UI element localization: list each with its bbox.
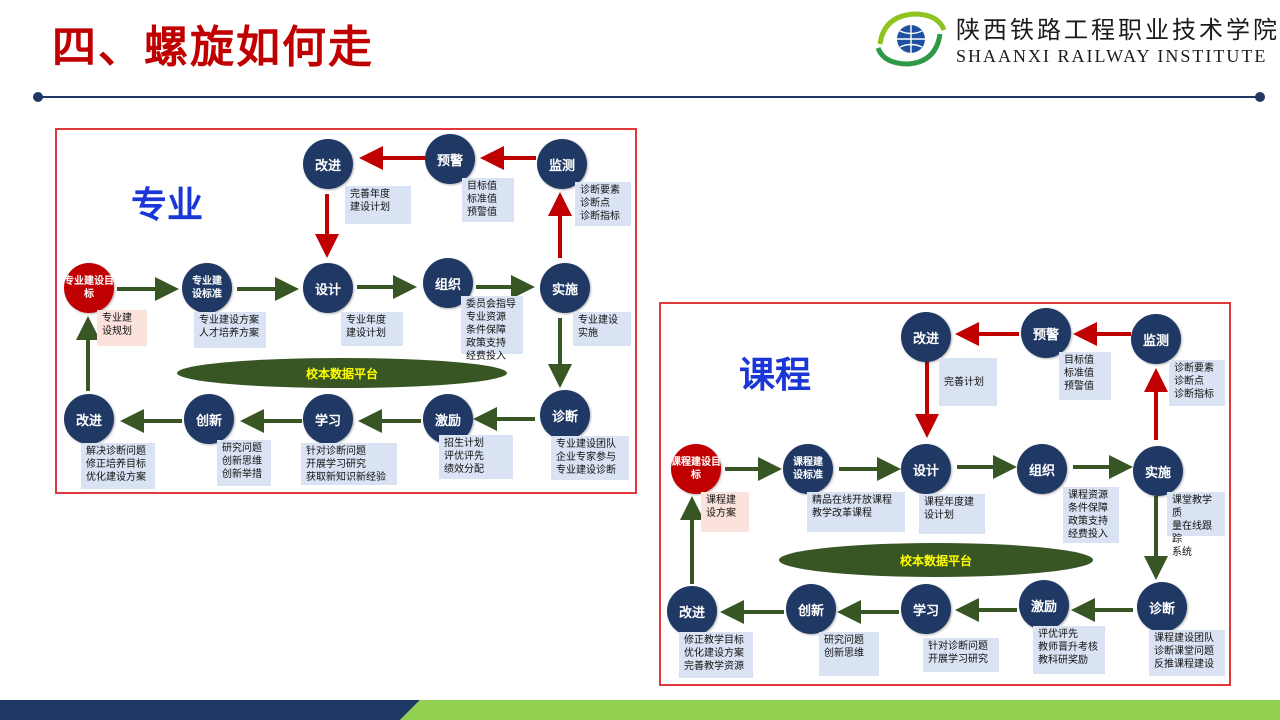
course-flow-arrows [680, 322, 1168, 624]
node-motivate: 激励 [1019, 580, 1069, 630]
node-implement: 实施 [540, 263, 590, 313]
node-improve-top: 改进 [901, 312, 951, 362]
note-organize: 课程资源 条件保障 政策支持 经费投入 [1063, 487, 1119, 543]
node-monitor: 监测 [537, 139, 587, 189]
node-organize: 组织 [1017, 444, 1067, 494]
node-learn: 学习 [901, 584, 951, 634]
note-design: 专业年度 建设计划 [341, 312, 403, 346]
course-spiral-panel: 课程 校本数据平台 改进 预警 监测 课程建设目标 课程建设标准 设计 组织 实… [659, 302, 1231, 686]
node-design: 设计 [901, 444, 951, 494]
node-diagnose: 诊断 [1137, 582, 1187, 632]
note-monitor: 诊断要素 诊断点 诊断指标 [1169, 360, 1225, 406]
note-goal: 课程建 设方案 [701, 492, 749, 532]
node-standard: 专业建设标准 [182, 263, 232, 313]
note-improve-top: 完善计划 [939, 358, 997, 406]
note-implement: 专业建设 实施 [573, 312, 631, 346]
note-improve-top: 完善年度 建设计划 [345, 186, 411, 224]
note-implement: 课堂教学质 量在线跟踪 系统 [1167, 492, 1225, 558]
note-learn: 针对诊断问题 开展学习研究 [923, 638, 999, 672]
note-diagnose: 课程建设团队 诊断课堂问题 反推课程建设 [1149, 630, 1225, 676]
node-goal: 课程建设目标 [671, 444, 721, 494]
node-design: 设计 [303, 263, 353, 313]
note-motivate: 招生计划 评优评先 绩效分配 [439, 435, 513, 479]
note-monitor: 诊断要素 诊断点 诊断指标 [575, 182, 631, 226]
title-divider [38, 96, 1260, 98]
slide-title: 四、螺旋如何走 [52, 22, 374, 73]
major-flow-arrows [76, 146, 572, 433]
data-platform-ellipse: 校本数据平台 [177, 358, 507, 388]
node-improve-top: 改进 [303, 139, 353, 189]
note-warn: 目标值 标准值 预警值 [1059, 352, 1111, 400]
note-learn: 针对诊断问题 开展学习研究 获取新知识新经验 [301, 443, 397, 485]
node-warn: 预警 [425, 134, 475, 184]
globe-logo-icon [875, 11, 947, 67]
panel-label-major: 专业 [131, 185, 204, 226]
panel-label-course: 课程 [739, 355, 812, 396]
note-improve-bottom: 解决诊断问题 修正培养目标 优化建设方案 [81, 443, 155, 489]
data-platform-ellipse: 校本数据平台 [779, 543, 1093, 577]
node-learn: 学习 [303, 394, 353, 444]
divider-dot-left [33, 92, 43, 102]
node-monitor: 监测 [1131, 314, 1181, 364]
major-spiral-panel: 专业 校本数据平台 改进 预警 监测 专业建设目标 专业建设标准 设计 组织 实… [55, 128, 637, 494]
note-organize: 委员会指导 专业资源 条件保障 政策支持 经费投入 [461, 296, 523, 362]
node-improve-bottom: 改进 [64, 394, 114, 444]
note-motivate: 评优评先 教师晋升考核 教科研奖励 [1033, 626, 1105, 674]
note-warn: 目标值 标准值 预警值 [462, 178, 514, 222]
node-warn: 预警 [1021, 308, 1071, 358]
bottom-color-bar [0, 700, 1280, 720]
node-standard: 课程建设标准 [783, 444, 833, 494]
note-innovate: 研究问题 创新思维 创新举措 [217, 440, 271, 486]
node-goal: 专业建设目标 [64, 263, 114, 313]
note-innovate: 研究问题 创新思维 [819, 632, 879, 676]
note-diagnose: 专业建设团队 企业专家参与 专业建设诊断 [551, 436, 629, 480]
note-standard: 专业建设方案 人才培养方案 [194, 312, 266, 348]
note-goal: 专业建 设规划 [97, 310, 147, 346]
logo-english-name: SHAANXI RAILWAY INSTITUTE [956, 46, 1268, 66]
node-innovate: 创新 [786, 584, 836, 634]
logo-chinese-name: 陕西铁路工程职业技术学院 [956, 16, 1280, 44]
institute-logo: 陕西铁路工程职业技术学院 SHAANXI RAILWAY INSTITUTE [874, 8, 1277, 70]
node-diagnose: 诊断 [540, 390, 590, 440]
note-standard: 精品在线开放课程 教学改革课程 [807, 492, 905, 532]
node-innovate: 创新 [184, 394, 234, 444]
divider-dot-right [1255, 92, 1265, 102]
note-design: 课程年度建 设计划 [919, 494, 985, 534]
note-improve-bottom: 修正教学目标 优化建设方案 完善教学资源 [679, 632, 753, 678]
node-implement: 实施 [1133, 446, 1183, 496]
node-improve-bottom: 改进 [667, 586, 717, 636]
